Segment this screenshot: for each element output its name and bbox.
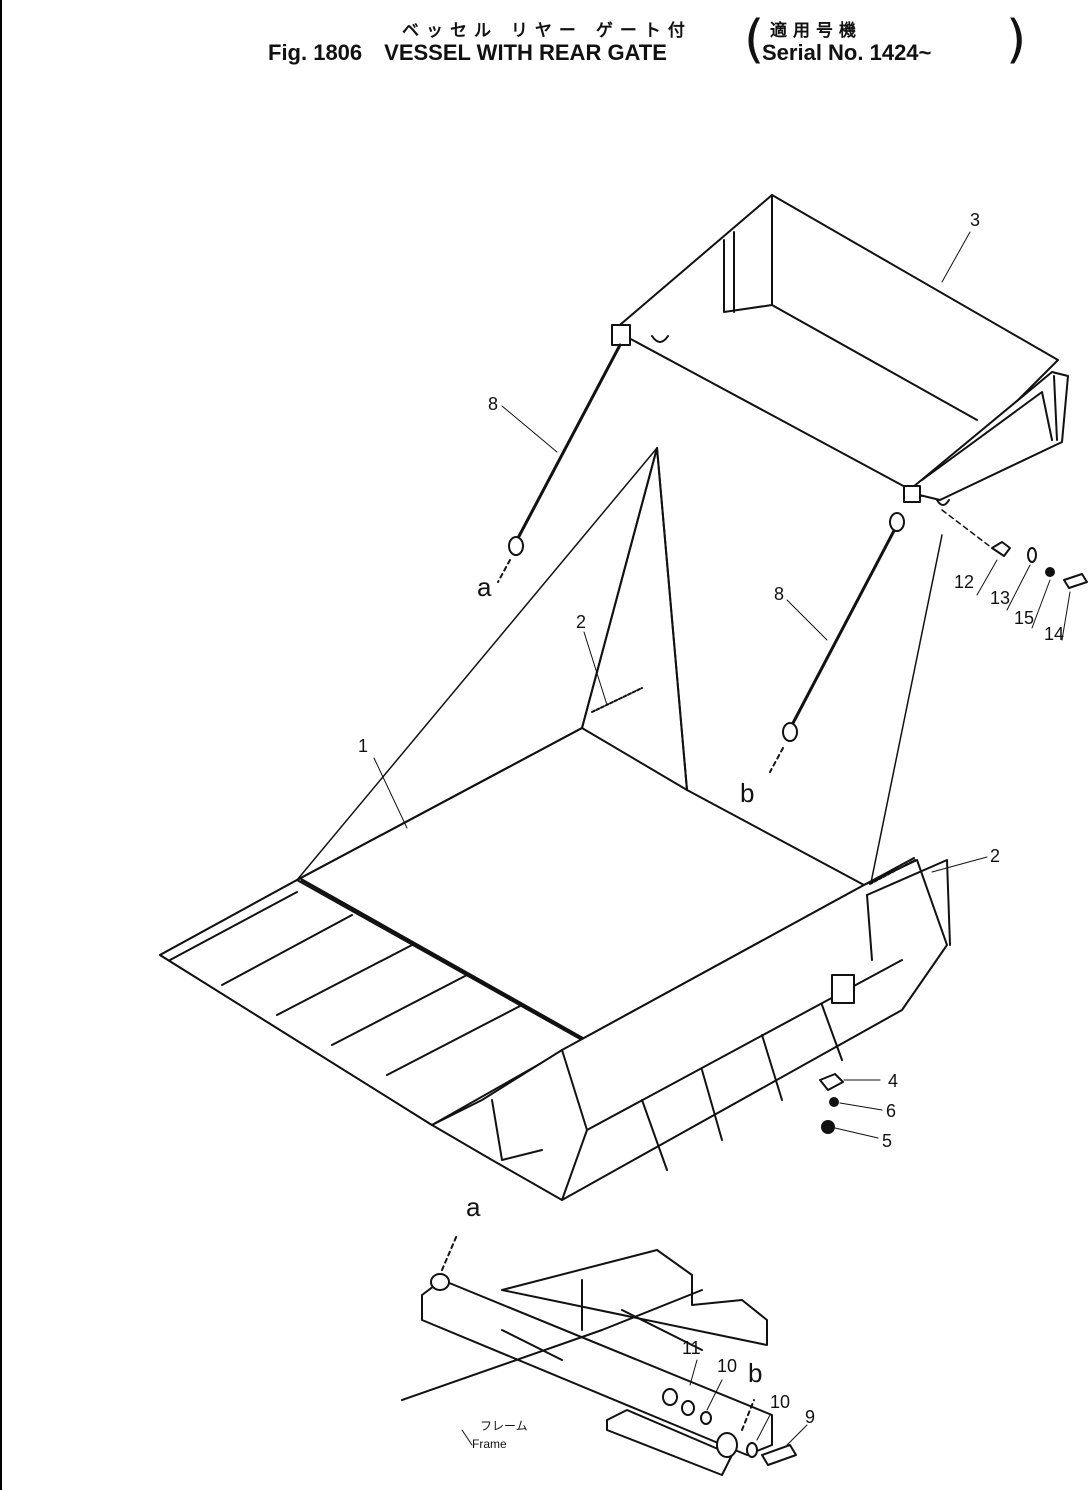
figure-title: Fig. 1806 VESSEL WITH REAR GATE (268, 40, 689, 66)
figure-number: Fig. 1806 (268, 40, 363, 65)
callout-2-right: 2 (990, 846, 1000, 866)
serial-number: Serial No. 1424~ (762, 40, 932, 65)
callout-3: 3 (970, 210, 980, 230)
frame-label-en: Frame (472, 1437, 507, 1451)
callout-5: 5 (882, 1131, 892, 1151)
vessel-body (159, 447, 951, 1201)
callout-8-top: 8 (488, 394, 498, 414)
serial-japanese: 適用号機 (770, 21, 862, 41)
title-japanese: ベッセル リヤー ゲート付 (402, 21, 692, 41)
hinge-pin-hardware (819, 1073, 883, 1139)
callout-6: 6 (886, 1101, 896, 1121)
chassis-frame (401, 1234, 808, 1476)
callout-13: 13 (990, 588, 1010, 608)
link-rod-right (769, 512, 905, 773)
frame-label-jp: フレーム (480, 1419, 528, 1433)
ref-a-lower: a (466, 1192, 481, 1222)
callout-2-top: 2 (576, 612, 586, 632)
open-paren: ( (744, 10, 765, 70)
gate-pin-hardware (941, 509, 1088, 641)
callout-11: 11 (682, 1338, 701, 1358)
link-rod-left (497, 343, 622, 583)
figure-title-text: VESSEL WITH REAR GATE (384, 40, 667, 65)
callout-15: 15 (1014, 608, 1034, 628)
leader-lines (373, 231, 988, 873)
ref-a-upper: a (477, 572, 492, 602)
callout-9: 9 (805, 1407, 815, 1427)
callout-12: 12 (954, 572, 974, 592)
callout-4: 4 (888, 1071, 898, 1091)
callout-8-mid: 8 (774, 584, 784, 604)
ref-b-lower: b (748, 1358, 762, 1388)
ref-b-upper: b (740, 778, 754, 808)
close-paren: ) (1006, 10, 1027, 70)
rear-gate (611, 194, 1069, 506)
callout-14: 14 (1044, 624, 1064, 644)
callout-1: 1 (358, 736, 368, 756)
callout-10-right: 10 (770, 1392, 790, 1412)
callout-labels: 1 2 2 3 4 5 6 8 8 9 10 10 11 12 13 14 15… (358, 210, 1064, 1451)
callout-10-left: 10 (717, 1356, 737, 1376)
